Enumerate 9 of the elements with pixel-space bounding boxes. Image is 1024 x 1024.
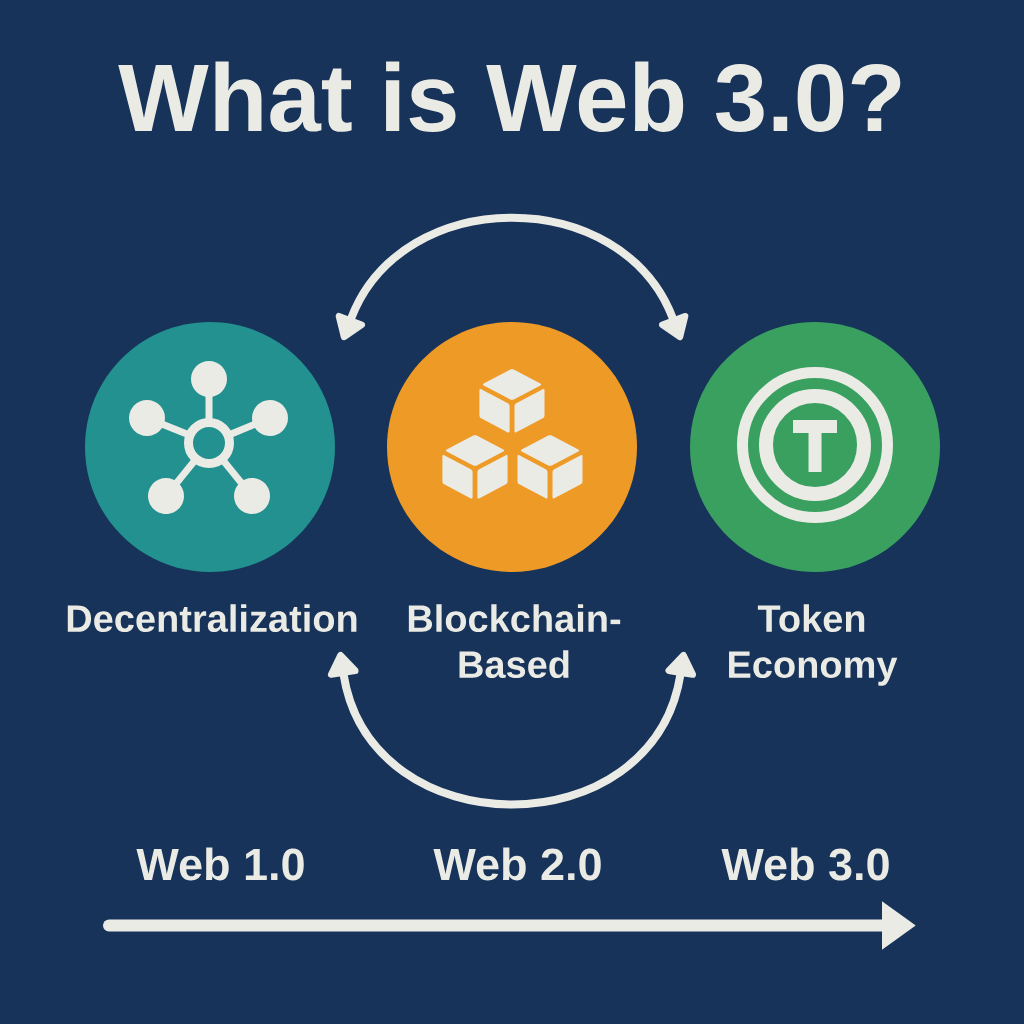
node-label: Blockchain-Based [408, 604, 621, 679]
timeline-label: Web 3.0 [721, 847, 889, 881]
curved-arrow [327, 651, 697, 809]
curved-arrow [335, 213, 689, 341]
node-label: Decentralization [67, 604, 357, 633]
title: What is Web 3.0? [118, 61, 901, 133]
timeline-label: Web 1.0 [136, 847, 304, 881]
timeline-label: Web 2.0 [433, 847, 601, 881]
node-label: Token Economy [729, 604, 898, 686]
